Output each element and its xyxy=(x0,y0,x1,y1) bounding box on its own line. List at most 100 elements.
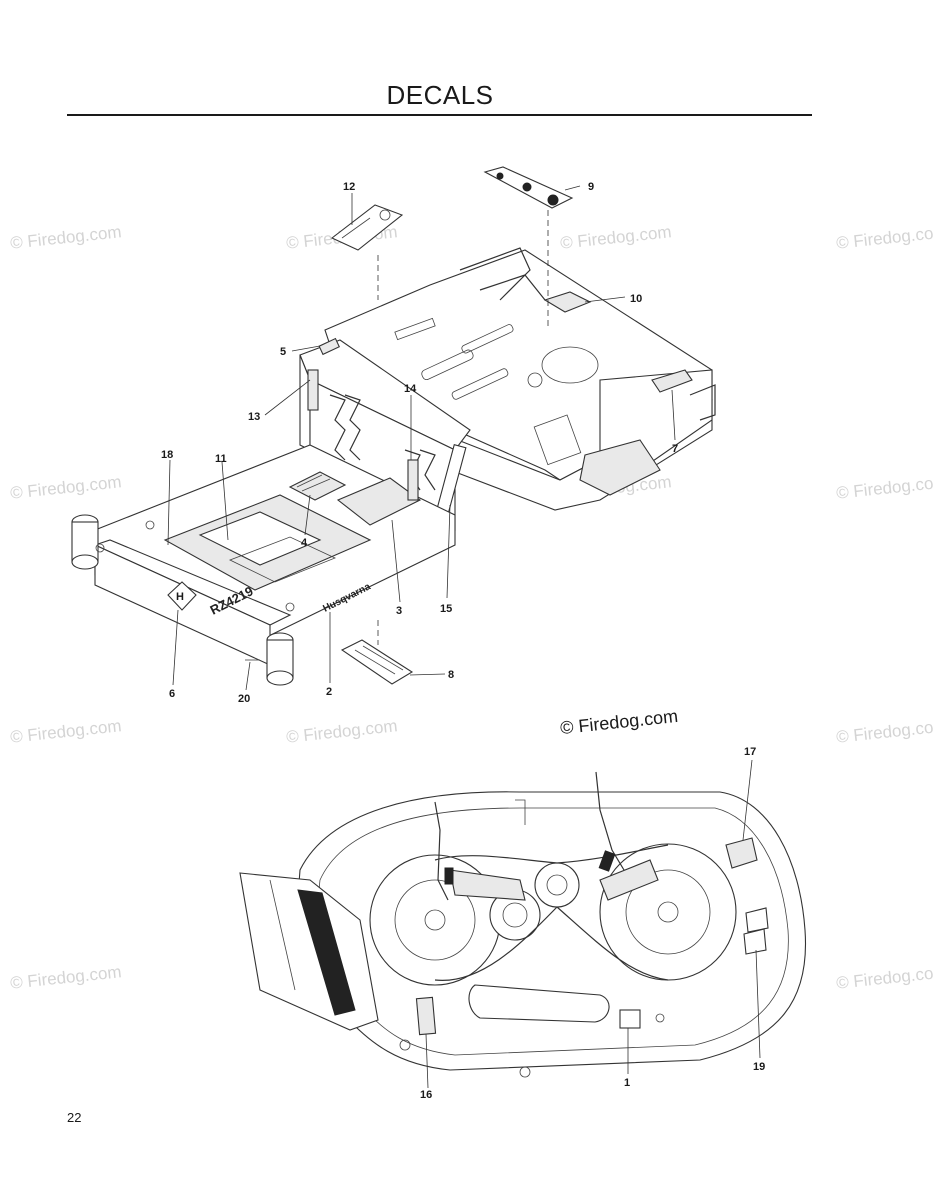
logo-letter: H xyxy=(176,591,184,603)
callout-18: 18 xyxy=(161,449,173,461)
leader-8 xyxy=(409,673,446,676)
callout-1: 1 xyxy=(624,1077,630,1089)
decal-19-a xyxy=(745,907,769,933)
leader-19 xyxy=(755,949,761,1059)
lift-arm-left xyxy=(434,801,449,901)
callout-17: 17 xyxy=(744,746,756,758)
callout-3: 3 xyxy=(396,605,402,617)
front-caster-right-bottom xyxy=(266,670,294,686)
decal-9-symbol xyxy=(522,182,532,192)
spring xyxy=(598,850,616,872)
fuel-cap-recess xyxy=(541,346,599,384)
frame-bracket xyxy=(533,414,582,466)
vent-slot xyxy=(461,324,514,354)
decal-8-line xyxy=(362,645,404,671)
callout-5: 5 xyxy=(280,346,286,358)
decal-12-symbol xyxy=(379,209,391,221)
floor-mat-panel xyxy=(198,511,322,566)
decal-8 xyxy=(340,639,414,685)
lever-decal xyxy=(318,337,341,356)
steering-lever xyxy=(329,394,346,461)
page-title: DECALS xyxy=(386,80,494,110)
leader-18 xyxy=(167,459,171,546)
bolt xyxy=(519,1066,531,1078)
vent-slot xyxy=(451,368,509,400)
bolt xyxy=(399,1039,411,1051)
vent-slot xyxy=(394,317,436,341)
decal-9-symbol xyxy=(547,194,559,206)
handle-slot xyxy=(421,349,474,381)
decal-9-symbol xyxy=(496,172,504,180)
callout-9: 9 xyxy=(588,181,594,193)
floor-mat-panel xyxy=(228,536,337,583)
decal-1-logo xyxy=(619,1009,641,1029)
rear-deck-slot xyxy=(468,984,610,1023)
lever-decal-14 xyxy=(407,459,419,501)
callout-20: 20 xyxy=(238,693,250,705)
rear-guard-edge xyxy=(479,274,546,301)
leader-13 xyxy=(264,379,311,416)
spindle-hub-right xyxy=(657,901,679,923)
leader-3 xyxy=(391,519,401,603)
leader-11 xyxy=(221,461,229,541)
leader-20 xyxy=(245,661,251,691)
deck-mark xyxy=(515,799,526,825)
front-caster-left-bottom xyxy=(71,554,99,570)
rear-bracket xyxy=(579,439,661,496)
leader-6 xyxy=(172,609,179,686)
leader-16 xyxy=(425,1033,429,1089)
bolt xyxy=(655,1013,665,1023)
steering-lever xyxy=(419,449,436,491)
callout-13: 13 xyxy=(248,411,260,423)
chute-stripe xyxy=(297,889,356,1016)
exploded-decals xyxy=(330,166,574,685)
leader-10 xyxy=(584,296,626,303)
lever-decal-13 xyxy=(307,369,319,411)
callout-11: 11 xyxy=(215,453,227,465)
page-number: 22 xyxy=(67,1110,82,1125)
steering-lever xyxy=(344,394,361,461)
warning-decal-7 xyxy=(651,369,693,393)
lift-arm-right xyxy=(595,771,631,881)
decal-12-line xyxy=(341,217,371,239)
leader-9 xyxy=(564,185,581,191)
callout-7: 7 xyxy=(672,443,678,455)
center-hub xyxy=(546,874,568,896)
callout-8: 8 xyxy=(448,669,454,681)
drive-belt xyxy=(434,844,669,864)
decal-8-line xyxy=(354,649,396,675)
rear-bumper xyxy=(689,384,716,421)
callout-2: 2 xyxy=(326,686,332,698)
center-pulley xyxy=(534,862,580,908)
callout-19: 19 xyxy=(753,1061,765,1073)
belt-guard-bracket xyxy=(449,869,526,901)
rear-guard xyxy=(459,247,531,301)
operator-decal xyxy=(288,471,347,501)
bolt xyxy=(145,520,155,530)
warning-decal-10 xyxy=(543,291,592,313)
title-rule xyxy=(67,114,812,116)
decal-line xyxy=(301,478,331,492)
leader-17 xyxy=(742,759,753,841)
spindle-pulley-left xyxy=(394,879,476,961)
bolt xyxy=(95,543,105,553)
frame-assembly xyxy=(71,247,716,686)
spindle-hub-left xyxy=(424,909,446,931)
callout-12: 12 xyxy=(343,181,355,193)
spindle-pulley-right xyxy=(625,869,711,955)
callout-10: 10 xyxy=(630,293,642,305)
leader-7 xyxy=(671,389,676,441)
callout-14: 14 xyxy=(404,383,417,395)
control-decal xyxy=(336,477,422,526)
belt-guard-bracket xyxy=(599,859,659,901)
chute-rib xyxy=(269,879,296,991)
callout-4: 4 xyxy=(301,537,308,549)
leader-15 xyxy=(446,504,451,599)
callout-15: 15 xyxy=(440,603,452,615)
husqvarna-logo-decal xyxy=(167,581,197,611)
idler-hub xyxy=(502,902,528,928)
decal-19-b xyxy=(743,928,767,955)
drive-belt xyxy=(434,906,669,981)
decal-line xyxy=(296,474,323,488)
